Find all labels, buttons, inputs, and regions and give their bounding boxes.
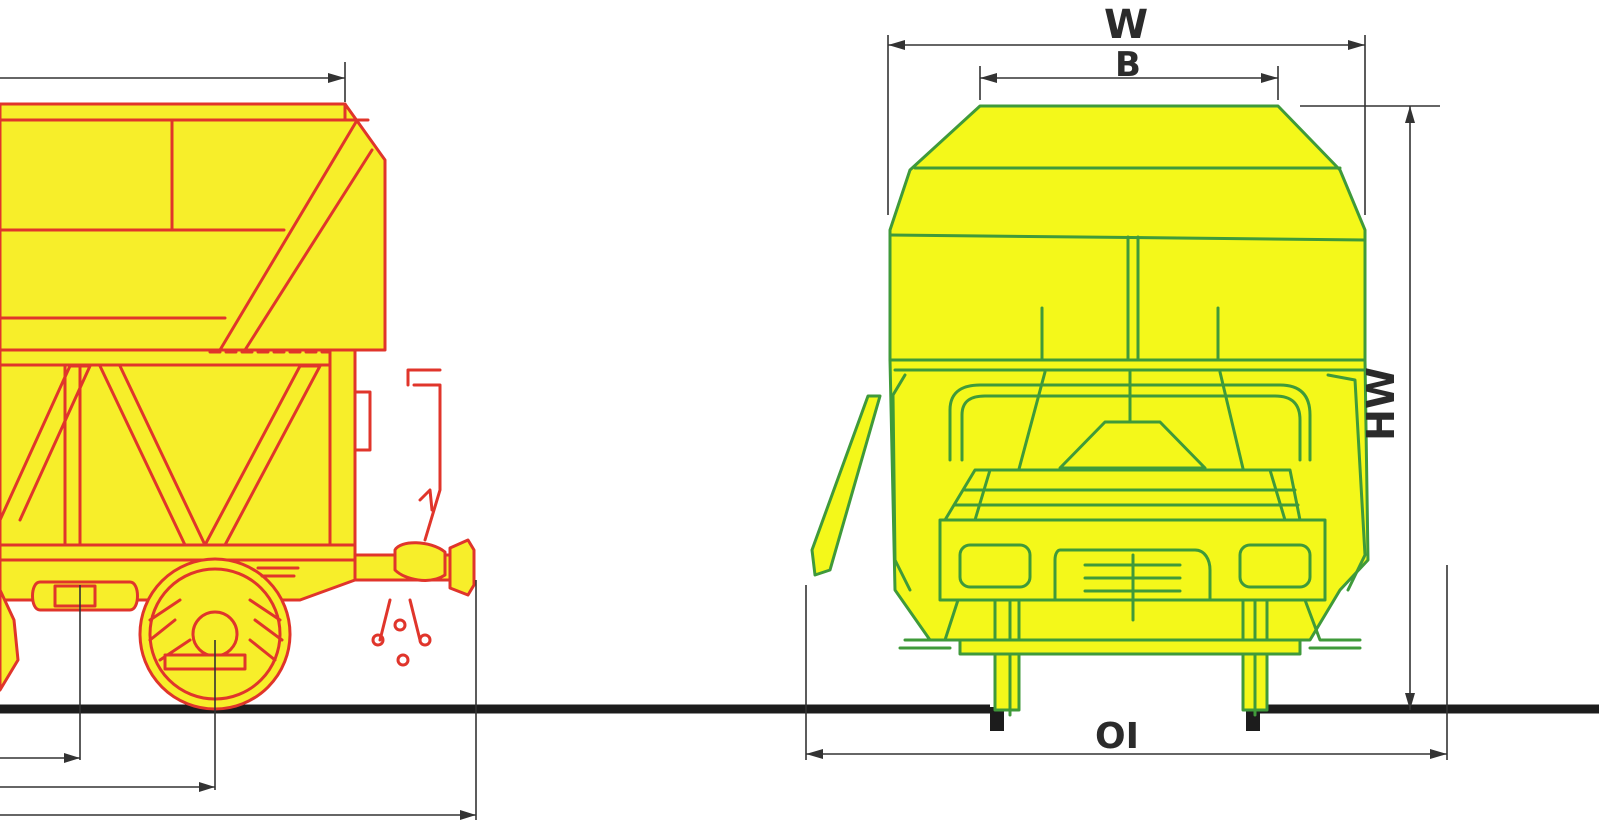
label-hw: HW — [1359, 367, 1403, 441]
wagon-end-view — [810, 104, 1370, 717]
end-view-dimensions — [805, 35, 1448, 760]
label-oi: OI — [1095, 716, 1139, 757]
wheel-left — [0, 588, 20, 692]
hopper-body — [0, 102, 387, 352]
side-view-dimensions — [0, 62, 477, 820]
label-b: B — [1115, 45, 1141, 85]
rail-line — [0, 704, 1599, 731]
label-w: W — [1104, 2, 1148, 48]
wagon-side-view — [0, 102, 476, 711]
